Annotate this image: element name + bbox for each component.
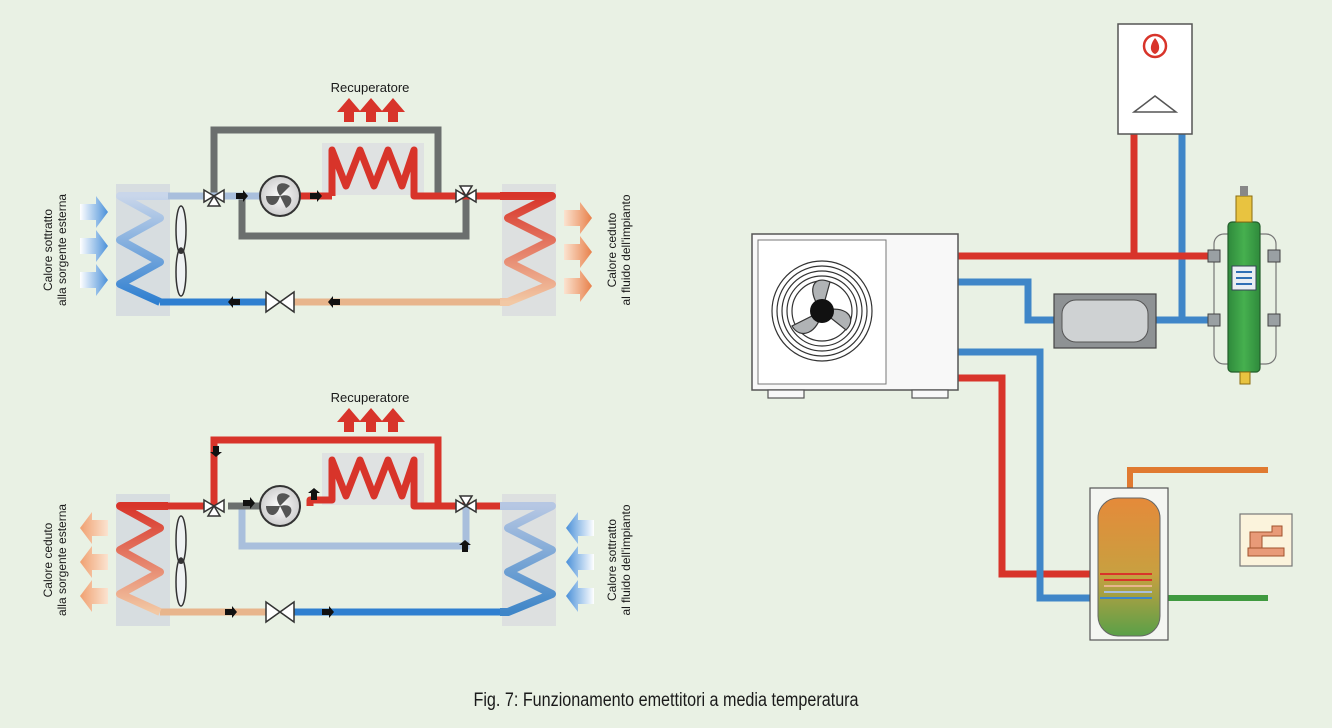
bottom-expansion-valve-icon bbox=[265, 600, 295, 624]
top-heat-out-arrows bbox=[564, 202, 592, 302]
bottom-recovery-coil bbox=[306, 456, 500, 510]
top-condenser-coil bbox=[500, 192, 556, 306]
bottom-flow-arrows bbox=[210, 446, 471, 618]
top-four-way-valve-right-icon bbox=[455, 185, 477, 204]
top-four-way-valve-left-icon bbox=[203, 188, 225, 207]
bottom-recovery-arrows bbox=[337, 408, 405, 432]
bottom-cycle-diagram: Recuperatore Calore ceduto alla sorgente… bbox=[41, 390, 633, 626]
bottom-suction-pipe bbox=[238, 506, 470, 550]
top-left-label-line1: Calore sottratto bbox=[41, 209, 55, 291]
bottom-four-way-valve-left-icon bbox=[203, 498, 225, 517]
bottom-evaporator-coil bbox=[500, 502, 556, 616]
top-flow-arrows bbox=[228, 190, 340, 308]
bottom-left-label-line2: alla sorgente esterna bbox=[55, 504, 69, 616]
boiler-icon bbox=[1117, 23, 1193, 135]
top-evaporator-coil bbox=[116, 192, 168, 306]
top-left-label-line2: alla sorgente esterna bbox=[55, 194, 69, 306]
top-right-label-line2: al fluido dell'impianto bbox=[619, 194, 633, 305]
figure-caption: Fig. 7: Funzionamento emettitori a media… bbox=[473, 690, 859, 711]
dhw-coil-supply-pipe bbox=[958, 374, 1100, 578]
bottom-compressor-icon bbox=[259, 485, 301, 527]
tank-heating-coil bbox=[1100, 573, 1152, 599]
dhw-storage-tank-icon bbox=[1089, 487, 1169, 641]
top-recovery-label: Recuperatore bbox=[331, 80, 410, 95]
outdoor-heat-pump-unit bbox=[751, 233, 959, 399]
top-outdoor-fan-icon bbox=[175, 205, 187, 297]
hydraulic-separator-icon bbox=[1207, 186, 1281, 385]
dhw-coil-return-pipe bbox=[958, 348, 1100, 602]
outdoor-fan-icon bbox=[771, 260, 873, 362]
top-heat-in-arrows bbox=[80, 196, 108, 296]
bottom-four-way-valve-right-icon bbox=[455, 495, 477, 514]
top-gray-return-pipe bbox=[238, 196, 470, 240]
top-compressor-icon bbox=[259, 175, 301, 217]
bottom-heat-in-arrows bbox=[566, 512, 594, 612]
bottom-left-label-line1: Calore ceduto bbox=[41, 522, 55, 597]
top-recovery-coil bbox=[328, 146, 500, 200]
bottom-outdoor-fan-icon bbox=[175, 515, 187, 607]
bottom-right-label-line1: Calore sottratto bbox=[605, 519, 619, 601]
top-expansion-valve-icon bbox=[265, 290, 295, 314]
bottom-hot-pipe bbox=[210, 436, 442, 506]
faucet-icon bbox=[1239, 513, 1293, 567]
top-right-label-line1: Calore ceduto bbox=[605, 212, 619, 287]
top-recovery-arrows bbox=[337, 98, 405, 122]
installation-schematic bbox=[751, 23, 1293, 641]
bottom-recovery-label: Recuperatore bbox=[331, 390, 410, 405]
bottom-heat-out-arrows bbox=[80, 512, 108, 612]
bottom-right-label-line2: al fluido dell'impianto bbox=[619, 504, 633, 615]
top-gray-bypass-pipe bbox=[210, 126, 442, 196]
buffer-tank-icon bbox=[1053, 293, 1157, 349]
bottom-condenser-coil bbox=[116, 502, 168, 616]
top-cycle-diagram: Recuperatore Calore sottratto alla sorge… bbox=[41, 80, 633, 316]
